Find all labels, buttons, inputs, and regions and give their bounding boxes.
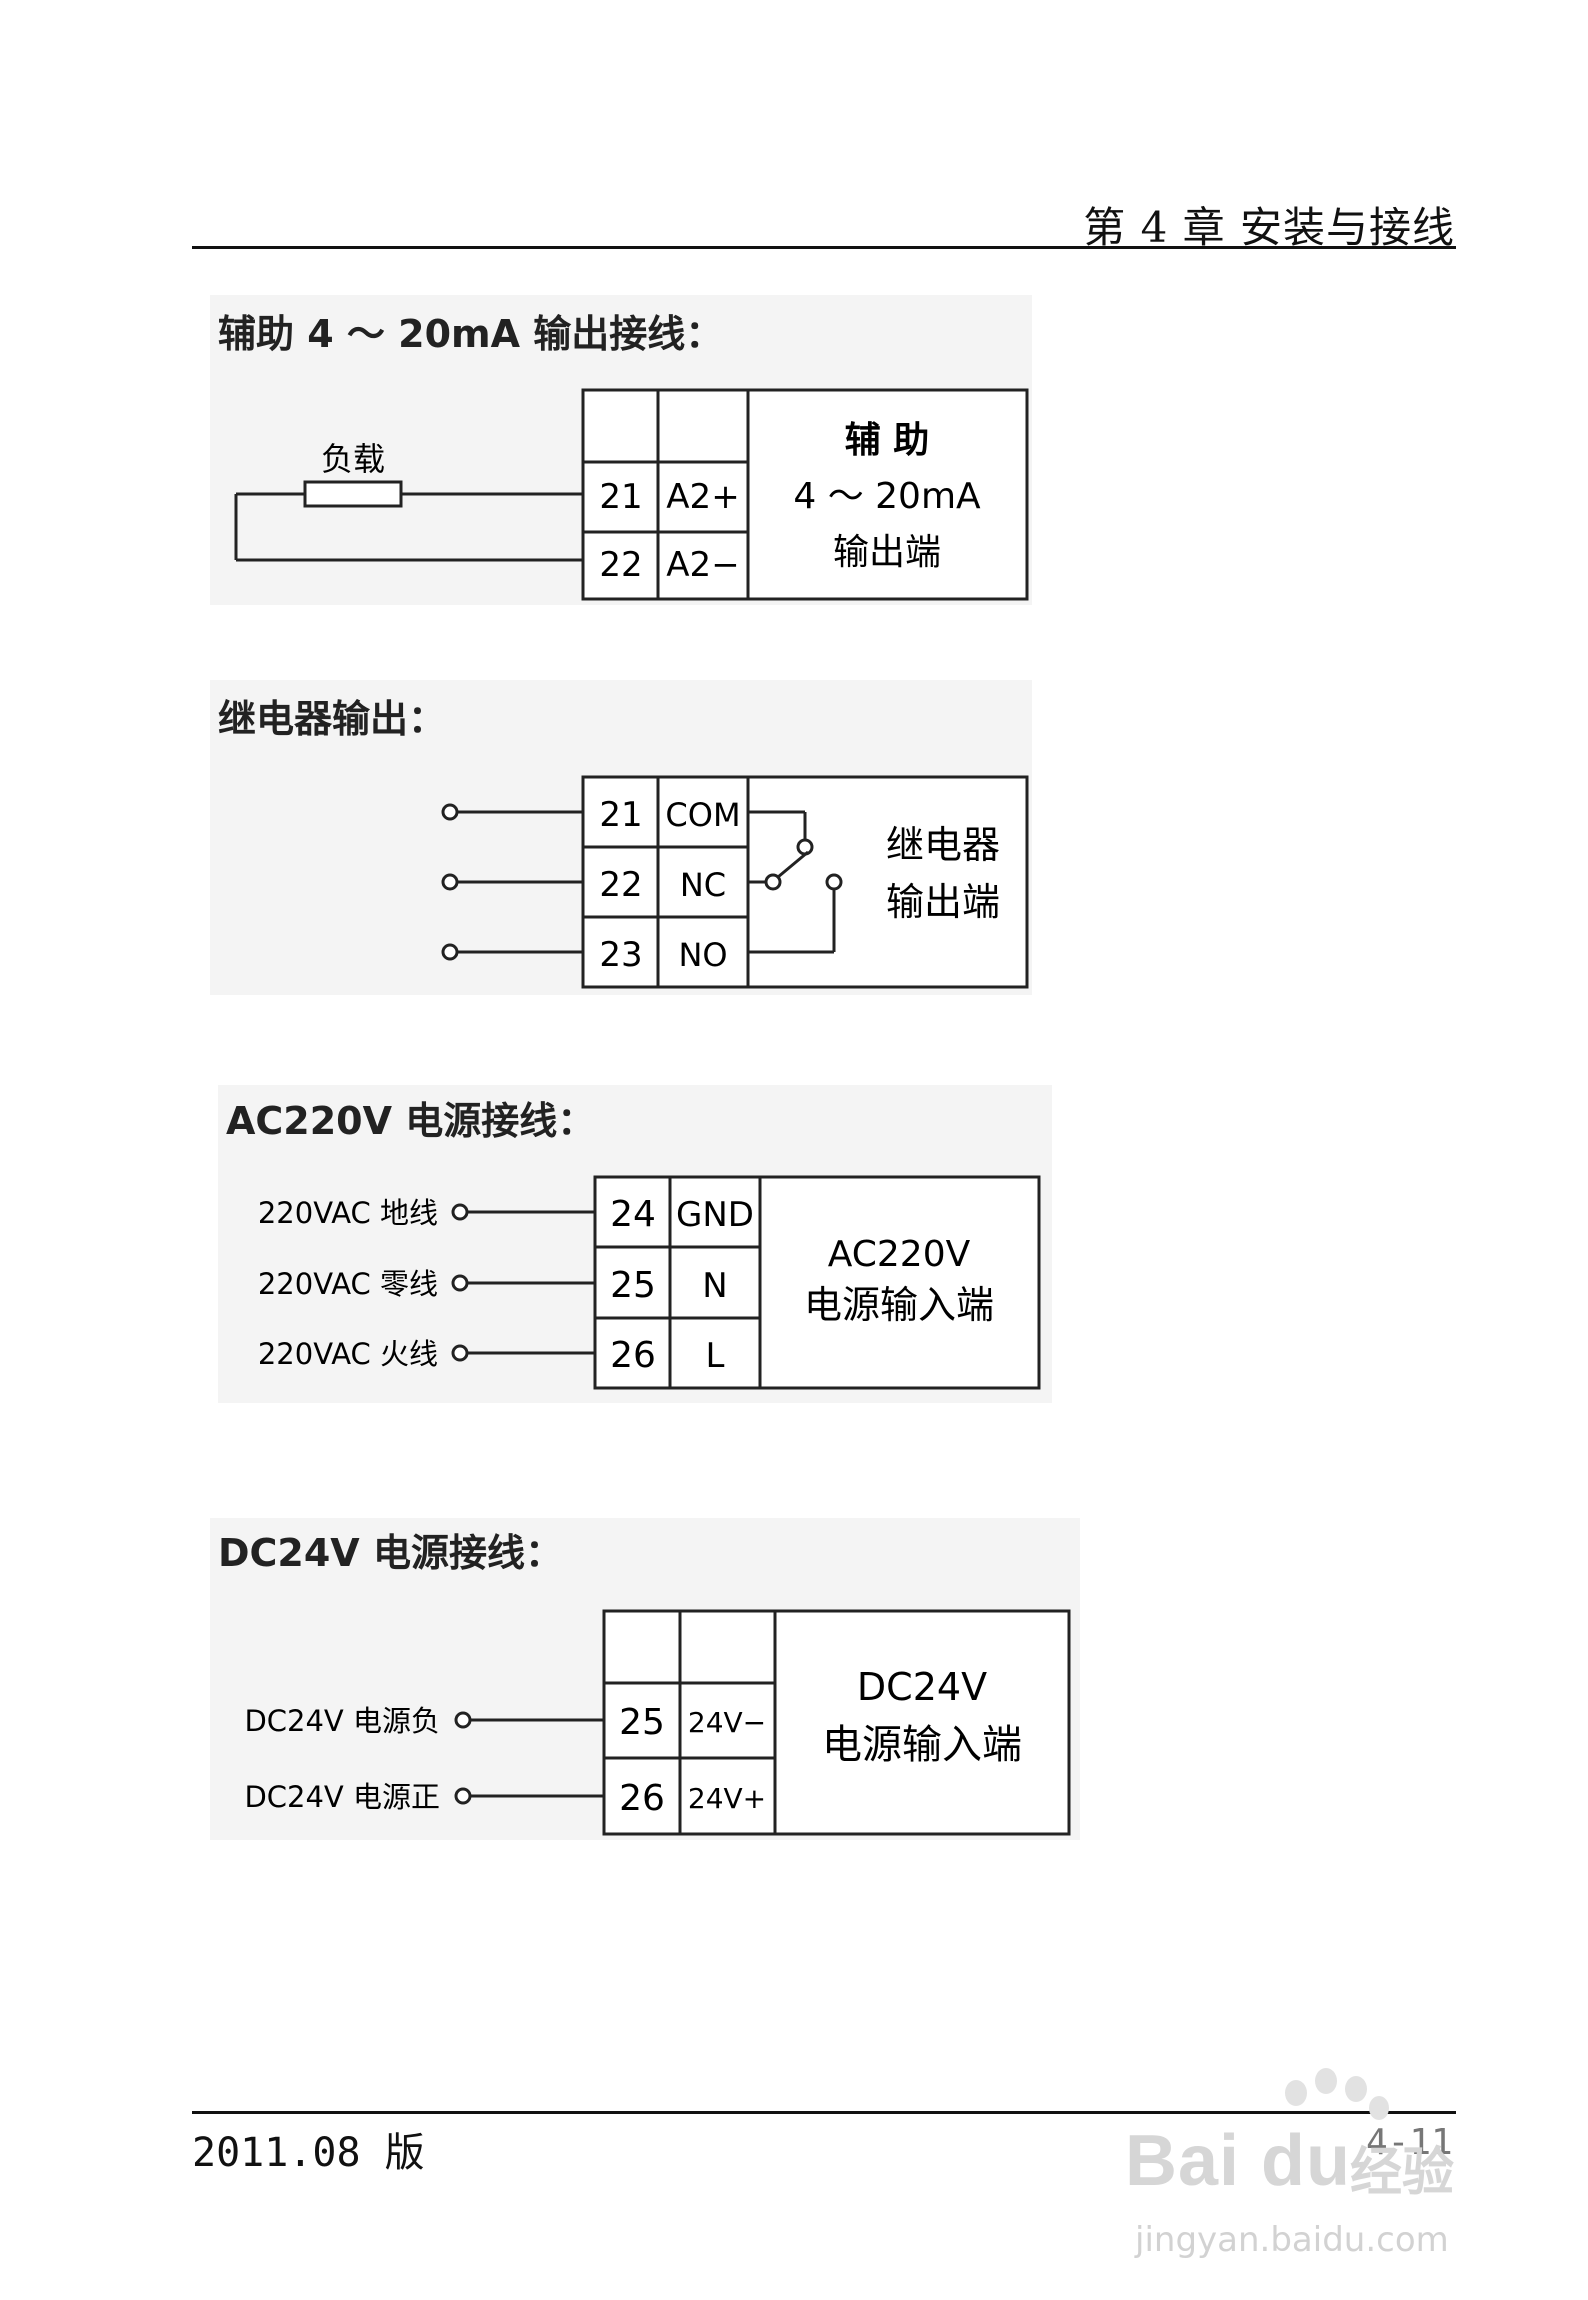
- header-rule: [192, 246, 1456, 249]
- terminal-number: 22: [599, 545, 642, 585]
- ac-desc-line: 电源输入端: [804, 1283, 994, 1327]
- terminal-number: 26: [619, 1778, 665, 1819]
- watermark-jingyan: 经验: [1350, 2143, 1455, 2203]
- dc-desc-line: DC24V: [857, 1665, 987, 1709]
- terminal-signal: A2+: [666, 477, 739, 517]
- terminal-signal: L: [706, 1336, 725, 1376]
- paw-toe: [1369, 2096, 1389, 2120]
- watermark-url: jingyan.baidu.com: [1135, 2220, 1449, 2260]
- aux-desc-line: 输出端: [833, 532, 941, 573]
- ac-desc-line: AC220V: [828, 1234, 971, 1275]
- terminal-signal: NO: [678, 936, 727, 974]
- terminal-number: 23: [599, 935, 642, 975]
- aux-desc-line: 4 ～ 20mA: [793, 476, 981, 517]
- dc-desc-line: 电源输入端: [822, 1722, 1022, 1768]
- paw-toe: [1285, 2080, 1307, 2106]
- paw-toe: [1345, 2076, 1367, 2102]
- dc-power-heading: DC24V 电源接线：: [218, 1531, 563, 1575]
- ac-power-heading: AC220V 电源接线：: [226, 1099, 596, 1143]
- terminal-signal: A2−: [666, 545, 739, 585]
- load-label: 负载: [321, 440, 385, 478]
- terminal-number: 22: [599, 865, 642, 905]
- terminal-number: 24: [610, 1194, 656, 1235]
- terminal-number: 25: [619, 1702, 665, 1743]
- baidu-logo: Bai du: [1125, 2121, 1352, 2201]
- terminal-signal: COM: [665, 796, 740, 834]
- relay-desc-line: 输出端: [886, 880, 1000, 924]
- terminal-number: 21: [599, 477, 642, 517]
- ac-wire-label: 220VAC 火线: [258, 1337, 438, 1371]
- terminal-number: 21: [599, 795, 642, 835]
- chapter-title: 第 4 章 安装与接线: [1083, 203, 1455, 252]
- terminal-signal: NC: [680, 866, 726, 904]
- baidu-watermark: Bai du 经验 jingyan.baidu.com: [1125, 2060, 1485, 2280]
- edition-label: 2011.08 版: [192, 2130, 425, 2176]
- footer-rule: [192, 2111, 1456, 2114]
- page-number: 4-11: [1366, 2122, 1453, 2163]
- relay-desc-line: 继电器: [886, 823, 1000, 867]
- terminal-signal: GND: [676, 1195, 754, 1235]
- dc-wire-label: DC24V 电源正: [244, 1780, 440, 1814]
- terminal-signal: N: [702, 1266, 727, 1306]
- aux-desc-line: 辅 助: [845, 420, 930, 461]
- ac-wire-label: 220VAC 地线: [258, 1196, 438, 1230]
- terminal-signal: 24V−: [688, 1706, 766, 1739]
- aux-output-heading: 辅助 4 ～ 20mA 输出接线：: [218, 312, 724, 356]
- terminal-number: 26: [610, 1335, 656, 1376]
- terminal-number: 25: [610, 1265, 656, 1306]
- paw-toe: [1315, 2068, 1337, 2094]
- dc-wire-label: DC24V 电源负: [244, 1704, 440, 1738]
- relay-output-heading: 继电器输出：: [218, 697, 447, 741]
- ac-wire-label: 220VAC 零线: [258, 1267, 438, 1301]
- terminal-signal: 24V+: [688, 1782, 766, 1815]
